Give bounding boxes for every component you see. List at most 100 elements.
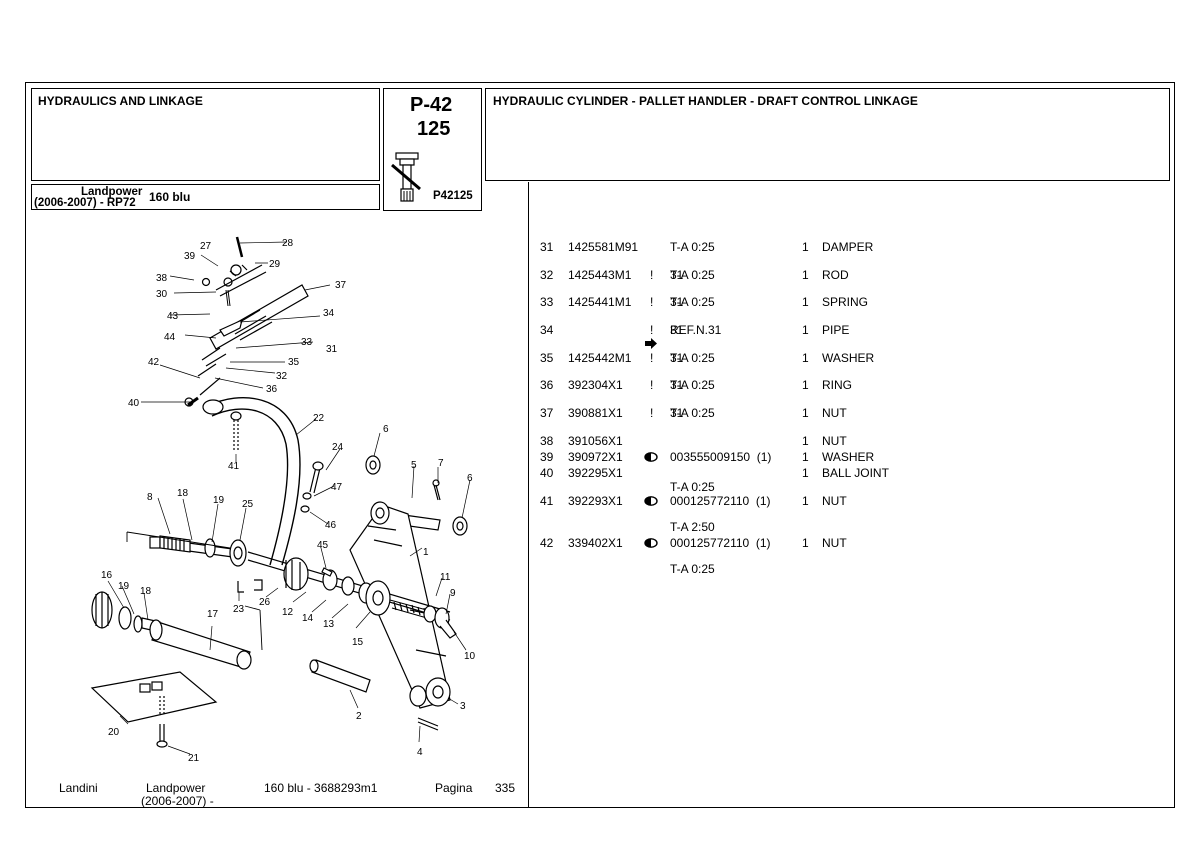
- callout-label: 24: [332, 442, 344, 453]
- part-reference: 000125772110 (1): [670, 536, 771, 550]
- part-position: 37: [540, 406, 554, 420]
- callout-label: 43: [167, 311, 179, 322]
- callout-label: 40: [128, 398, 140, 409]
- footer-page-number: 335: [495, 781, 516, 795]
- exclamation-mark: !: [650, 351, 654, 365]
- footer-model-line2: (2006-2007) -: [141, 794, 214, 808]
- part-position: 35: [540, 351, 554, 365]
- part-description: WASHER: [822, 351, 875, 365]
- list-item: 35 1425442M1 ! 31 1 WASHER T-A 0:25: [540, 351, 1180, 379]
- part-quantity: 1: [802, 268, 809, 282]
- group-title: HYDRAULIC CYLINDER - PALLET HANDLER - DR…: [493, 94, 918, 108]
- callout-label: 30: [156, 289, 168, 300]
- part-code: 392293X1: [568, 494, 623, 508]
- part-quantity: 1: [802, 434, 809, 448]
- part-description: NUT: [822, 494, 847, 508]
- callout-label: 47: [331, 482, 343, 493]
- model-box: Landpower (2006-2007) - RP72 160 blu: [31, 184, 380, 210]
- callout-label: 46: [325, 520, 337, 531]
- half-circle-icon: [644, 496, 658, 506]
- callout-label: 28: [282, 238, 294, 249]
- callout-label: 2: [356, 711, 362, 722]
- part-description: NUT: [822, 434, 847, 448]
- part-position: 40: [540, 466, 554, 480]
- half-circle-icon: [644, 538, 658, 548]
- part-reference: 31: [670, 268, 684, 282]
- part-position: 39: [540, 450, 554, 464]
- list-item: 40 392295X1 1 BALL JOINT T-A 0:25: [540, 466, 1180, 494]
- list-item: 32 1425443M1 ! 31 1 ROD T-A 0:25: [540, 268, 1180, 296]
- callout-label: 34: [323, 308, 335, 319]
- part-quantity: 1: [802, 494, 809, 508]
- callout-label: 41: [228, 461, 240, 472]
- part-position: 38: [540, 434, 554, 448]
- callout-label: 31: [326, 344, 338, 355]
- part-code: 390972X1: [568, 450, 623, 464]
- part-code: 1425443M1: [568, 268, 632, 282]
- callout-label: 4: [417, 747, 423, 758]
- part-position: 42: [540, 536, 554, 550]
- part-reference: 31: [670, 295, 684, 309]
- callout-label: 8: [147, 492, 153, 503]
- part-quantity: 1: [802, 536, 809, 550]
- part-code: 1425581M91: [568, 240, 639, 254]
- part-quantity: 1: [802, 351, 809, 365]
- half-circle-icon: [644, 452, 658, 462]
- part-description: NUT: [822, 406, 847, 420]
- list-item: 39 390972X1 003555009150 (1) 1 WASHER: [540, 450, 1180, 478]
- part-code: 1425441M1: [568, 295, 632, 309]
- callout-label: 15: [352, 637, 364, 648]
- callout-label: 44: [164, 332, 176, 343]
- part-quantity: 1: [802, 240, 809, 254]
- part-reference: 31: [670, 378, 684, 392]
- part-description: RING: [822, 378, 852, 392]
- hydraulic-valve-icon: [391, 152, 421, 202]
- callout-label: 17: [207, 609, 219, 620]
- part-reference: 31: [670, 406, 684, 420]
- part-note: T-A 0:25: [670, 378, 715, 392]
- part-description: PIPE: [822, 323, 850, 337]
- callout-label: 35: [288, 357, 300, 368]
- callout-label: 10: [464, 651, 476, 662]
- section-title: HYDRAULICS AND LINKAGE: [38, 94, 203, 108]
- part-note: T-A 2:50: [670, 520, 715, 534]
- arrow-icon: [645, 338, 657, 349]
- callout-label: 45: [317, 540, 329, 551]
- part-code: 1425442M1: [568, 351, 632, 365]
- part-position: 41: [540, 494, 554, 508]
- callout-labels: 27 28 39 29 38 37 30 34 43 44 33 31 42 3…: [101, 238, 476, 764]
- callout-label: 29: [269, 259, 281, 270]
- model-variant: 160 blu: [149, 190, 191, 204]
- part-description: ROD: [822, 268, 849, 282]
- column-divider: [528, 182, 529, 808]
- callout-label: 9: [450, 588, 456, 599]
- callout-label: 14: [302, 613, 314, 624]
- list-item: 36 392304X1 ! 31 1 RING T-A 0:25: [540, 378, 1180, 406]
- callout-label: 7: [438, 458, 444, 469]
- part-reference: 31: [670, 323, 684, 337]
- callout-label: 21: [188, 753, 200, 764]
- exclamation-mark: !: [650, 268, 654, 282]
- part-description: BALL JOINT: [822, 466, 889, 480]
- part-code: 392304X1: [568, 378, 623, 392]
- part-position: 34: [540, 323, 554, 337]
- list-item: 38 391056X1 1 NUT: [540, 434, 1180, 462]
- list-item: 42 339402X1 000125772110 (1) 1 NUT T-A 0…: [540, 536, 1180, 576]
- part-note: T-A 0:25: [670, 406, 715, 420]
- callout-label: 36: [266, 384, 278, 395]
- part-reference: 31: [670, 351, 684, 365]
- part-position: 32: [540, 268, 554, 282]
- callout-label: 6: [467, 473, 473, 484]
- part-description: WASHER: [822, 450, 875, 464]
- parts-list: 31 1425581M91 1 DAMPER T-A 0:25 32 14254…: [540, 240, 1170, 590]
- page-code: P-42: [410, 94, 453, 116]
- model-line1: Landpower: [81, 186, 143, 198]
- callout-label: 12: [282, 607, 294, 618]
- section-title-box: HYDRAULICS AND LINKAGE: [31, 88, 380, 181]
- part-quantity: 1: [802, 406, 809, 420]
- part-note: T-A 0:25: [670, 295, 715, 309]
- exclamation-mark: !: [650, 323, 654, 337]
- page-code-box: P-42 125 P42125: [383, 88, 482, 211]
- group-title-box: HYDRAULIC CYLINDER - PALLET HANDLER - DR…: [485, 88, 1170, 181]
- part-quantity: 1: [802, 295, 809, 309]
